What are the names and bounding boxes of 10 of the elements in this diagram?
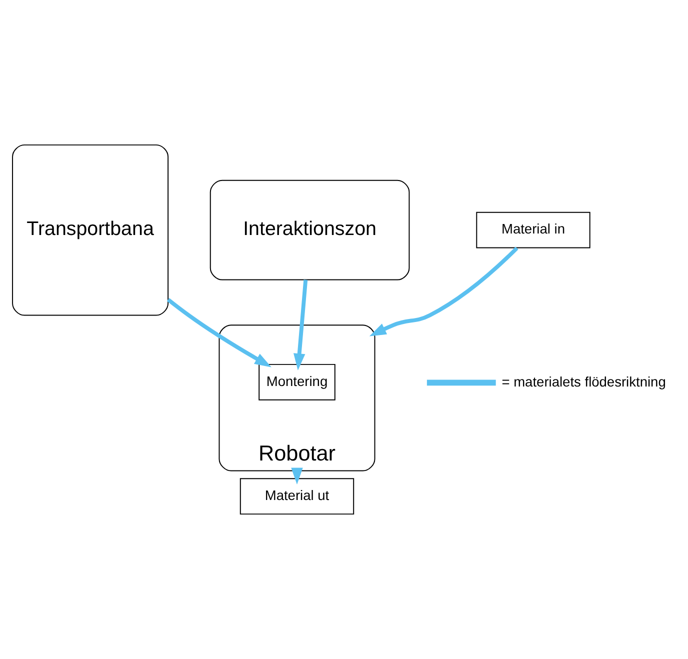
arrow [369, 246, 518, 336]
node-box: Interaktionszon [210, 180, 410, 280]
arrow [291, 468, 303, 484]
arrow [166, 298, 272, 368]
node-box: Transportbana [12, 144, 169, 316]
node-box: Material ut [240, 478, 354, 515]
arrow [294, 280, 308, 370]
legend-label: = materialets flödesriktning [502, 374, 666, 390]
node-box: Material in [476, 212, 590, 248]
node-box: Montering [258, 364, 336, 400]
